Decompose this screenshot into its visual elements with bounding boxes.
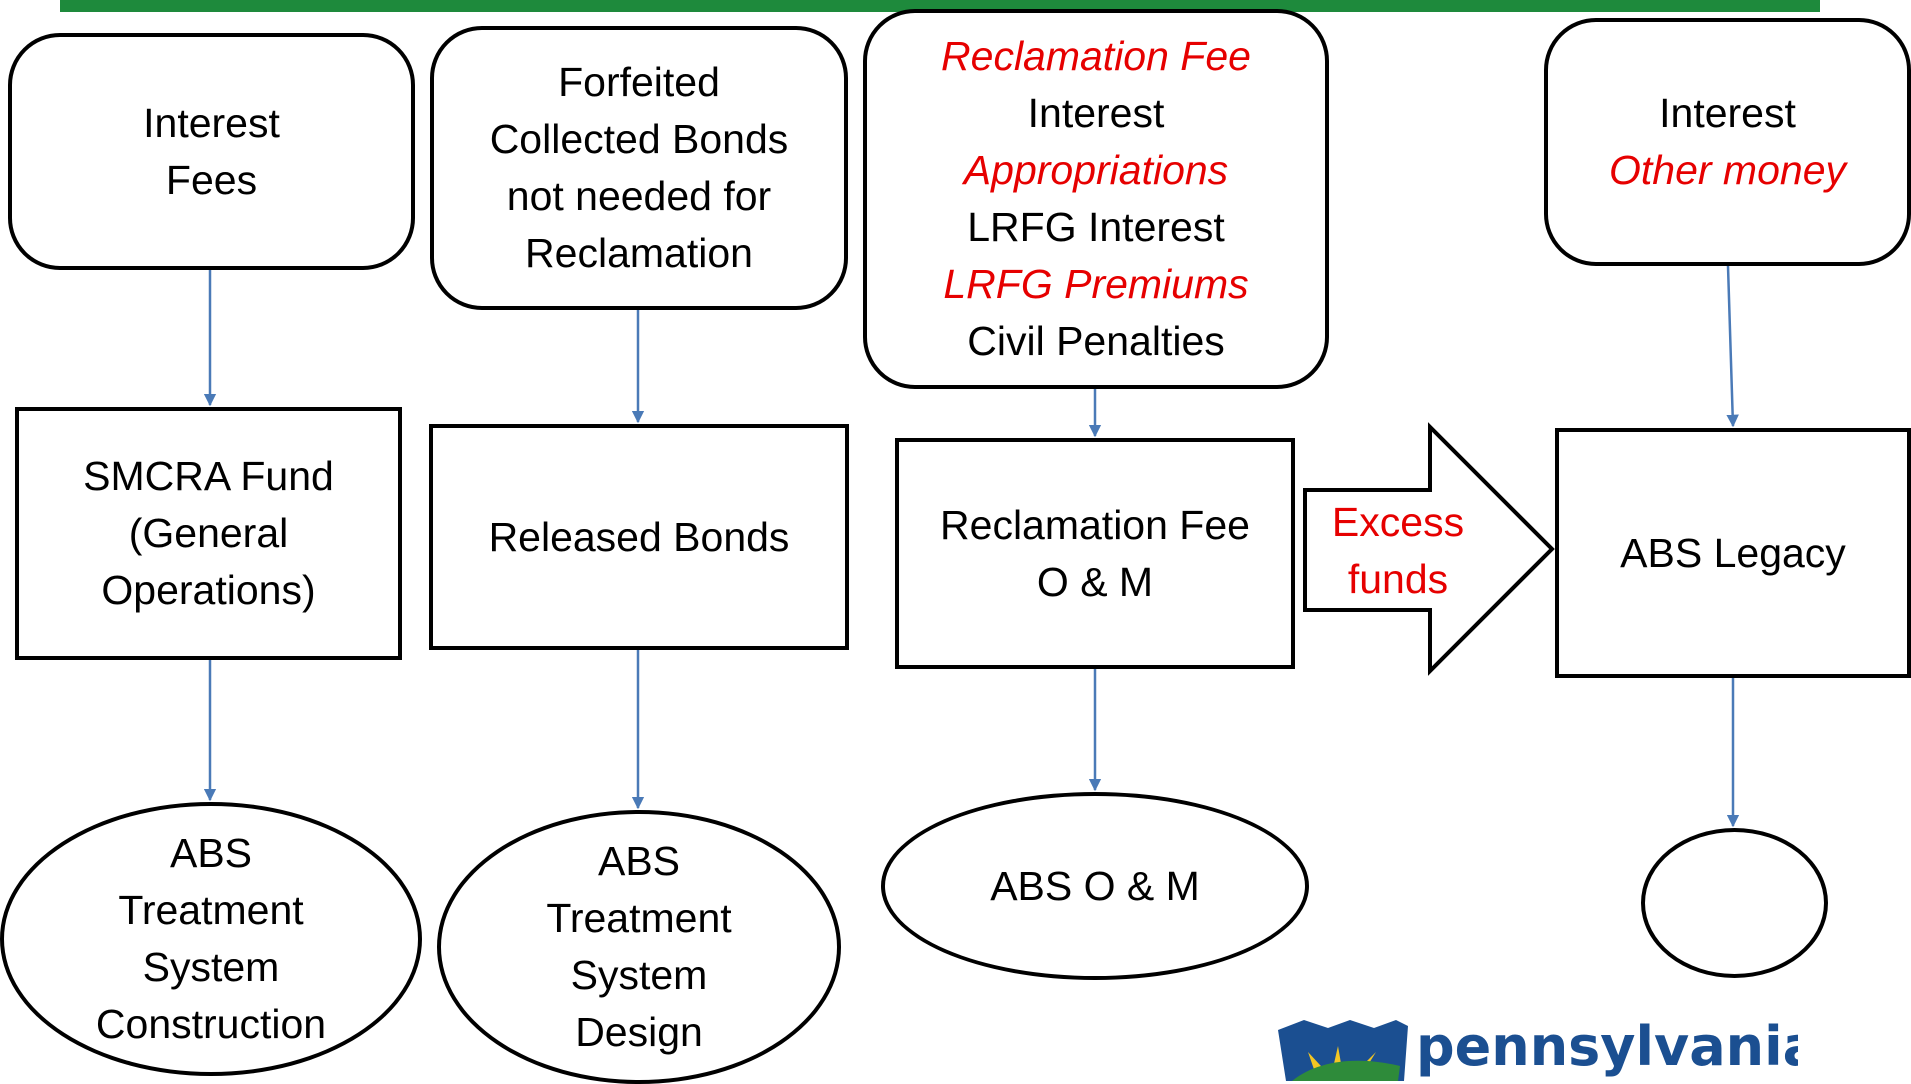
- excess-funds-big-arrow: [1303, 422, 1555, 676]
- node-label-line: Treatment: [118, 887, 304, 933]
- fund-abs-legacy: ABS Legacy: [1555, 428, 1911, 678]
- use-abs-om: ABS O & M: [881, 792, 1309, 980]
- node-label-line: Operations): [101, 567, 316, 613]
- use-legacy-empty: [1641, 828, 1828, 978]
- node-label-line: ABS Legacy: [1620, 529, 1846, 576]
- node-label-line: Appropriations: [963, 147, 1229, 193]
- node-label-line: Reclamation Fee: [941, 33, 1251, 79]
- keystone-logo-icon: [1278, 1020, 1408, 1081]
- node-label-line: Civil Penalties: [967, 318, 1225, 364]
- node-label-line: Released Bonds: [488, 513, 790, 560]
- node-label-line: ABS: [597, 838, 681, 884]
- node-label-line: Collected Bonds: [489, 116, 789, 162]
- top-accent-bar: [60, 0, 1820, 12]
- node-label-line: Treatment: [546, 895, 732, 941]
- node-label-line: Other money: [1609, 147, 1846, 193]
- node-label-line: Interest: [143, 99, 280, 146]
- excess-funds-line2: funds: [1347, 556, 1449, 602]
- node-label-line: SMCRA Fund: [83, 453, 334, 499]
- node-label-line: not needed for: [506, 173, 772, 219]
- fund-reclamation-fee-om: Reclamation Fee O & M: [895, 438, 1295, 669]
- excess-funds-label: Excess funds: [1300, 494, 1496, 608]
- node-label-line: Interest: [1027, 90, 1165, 136]
- node-label-line: Interest: [1659, 90, 1796, 136]
- node-label-line: (General: [128, 510, 289, 556]
- node-label-line: ABS: [169, 830, 253, 876]
- node-label-line: Reclamation: [525, 230, 753, 276]
- excess-funds-line1: Excess: [1331, 499, 1465, 545]
- node-label-line: Construction: [95, 1001, 327, 1047]
- node-label-line: System: [570, 952, 708, 998]
- node-label-line: System: [142, 944, 280, 990]
- pennsylvania-logo-text: pennsylvania: [1416, 1016, 1798, 1078]
- node-label-line: LRFG Interest: [967, 204, 1225, 250]
- node-label-line: Fees: [165, 156, 258, 203]
- pennsylvania-logo: pennsylvania: [1278, 1016, 1798, 1081]
- node-label-line: Forfeited: [558, 59, 720, 105]
- node-label-line: ABS O & M: [990, 862, 1200, 909]
- node-label-line: LRFG Premiums: [943, 261, 1249, 307]
- fund-released-bonds: Released Bonds: [429, 424, 849, 650]
- node-label-line: Design: [575, 1009, 703, 1055]
- node-label-line: Reclamation Fee: [940, 501, 1250, 548]
- node-label-line: O & M: [1036, 558, 1154, 605]
- arrow-legacy-inputs-to-abs-legacy: [1726, 265, 1739, 428]
